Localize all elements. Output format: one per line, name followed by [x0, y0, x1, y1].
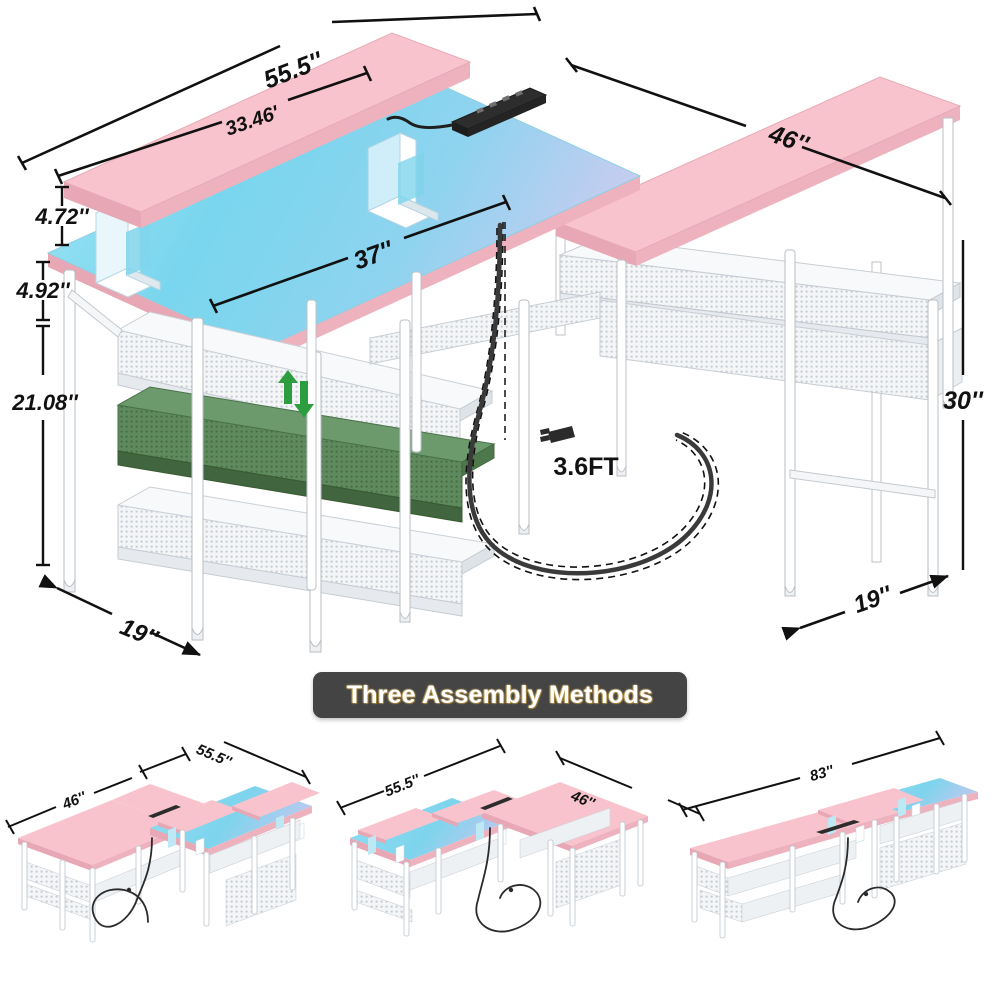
- variant-2-dim-label-left: 55.5'': [382, 771, 422, 801]
- variant-2-illustration: 55.5'' 46'': [336, 738, 705, 937]
- dim-label-top-to-shelf: 4.92'': [15, 278, 70, 303]
- assembly-methods-banner-label: Three Assembly Methods: [346, 680, 654, 709]
- dim-label-right-depth: 19'': [850, 581, 896, 619]
- right-desktop-pink: [554, 76, 962, 266]
- variant-3-dim-label-total: 83'': [808, 762, 836, 785]
- dim-label-power-cord-length: 3.6FT: [553, 453, 618, 481]
- right-wing-legs: [616, 117, 954, 597]
- dim-label-shelf-stack-height: 21.08'': [11, 390, 78, 415]
- dim-label-monitor-shelf-height: 4.72'': [34, 204, 89, 229]
- plug-icon: [540, 426, 575, 443]
- built-in-power-outlet-strip[interactable]: [386, 87, 548, 137]
- dim-right-depth: [781, 574, 949, 641]
- dim-label-left-depth: 19'': [116, 613, 163, 653]
- assembly-methods-banner: Three Assembly Methods: [313, 672, 687, 718]
- dim-left-desk-span: [208, 194, 512, 314]
- variant-3-illustration: 83'': [678, 730, 978, 939]
- dim-monitor-shelf-width: [53, 65, 373, 185]
- dim-left-depth: [38, 574, 201, 657]
- variant-1-illustration: 46'' 55.5'': [5, 741, 320, 943]
- variant-1-dim-label-left: 46'': [59, 788, 89, 813]
- power-cord-dashed-outline: [465, 221, 720, 581]
- dim-shelf-stack-height: [36, 324, 50, 567]
- dim-label-desk-height: 30'': [943, 387, 984, 415]
- dim-right-desk-width: [564, 57, 953, 206]
- dim-overall-width: [16, 6, 542, 171]
- dim-monitor-shelf-height: [55, 185, 69, 247]
- variant-1-dim-label-right: 55.5'': [194, 741, 234, 771]
- dim-top-to-shelf: [36, 260, 50, 322]
- main-desk-frame: [63, 269, 601, 653]
- up-down-arrows-icon: [278, 370, 314, 418]
- dimension-lines: [16, 6, 965, 657]
